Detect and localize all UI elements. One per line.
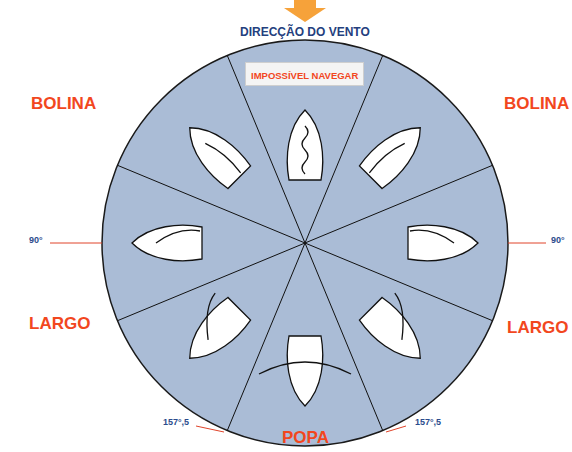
boat-hull	[358, 296, 433, 371]
boat-hull	[408, 225, 478, 260]
warning-box: IMPOSSÍVEL NAVEGAR	[245, 62, 364, 86]
boat-sail	[156, 230, 200, 243]
angle-label: 157°,5	[163, 417, 189, 427]
sector-lines	[118, 56, 493, 431]
boat	[170, 289, 252, 371]
point-of-sail-label: LARGO	[507, 318, 568, 338]
boat-sail	[205, 140, 241, 176]
boat	[259, 336, 351, 406]
sector-line	[305, 243, 493, 321]
sector-line	[118, 165, 306, 243]
point-of-sail-label: POPA	[282, 428, 329, 448]
boat-hull	[287, 110, 322, 180]
angle-label: 90°	[551, 235, 565, 245]
sector-line	[305, 165, 493, 243]
boat	[358, 115, 433, 190]
sector-line	[118, 243, 306, 321]
point-of-sail-label: BOLINA	[504, 94, 569, 114]
angle-label: 157°,5	[415, 417, 441, 427]
boat-sail	[368, 140, 404, 176]
boat	[177, 115, 252, 190]
boat-hull	[358, 115, 433, 190]
boat-sail	[410, 230, 454, 243]
point-of-sail-label: BOLINA	[31, 94, 96, 114]
boat	[132, 225, 202, 260]
boat-sail	[188, 293, 235, 340]
point-of-sail-label: LARGO	[29, 314, 90, 334]
boat-hull	[132, 225, 202, 260]
boats	[132, 110, 478, 406]
boat-sail	[259, 362, 351, 374]
wind-arrow	[284, 0, 326, 22]
boat	[287, 110, 322, 180]
boat-sail	[302, 126, 308, 174]
node-text: IMPOSSÍVEL NAVEGAR	[251, 70, 358, 81]
wind-direction-label: DIRECÇÃO DO VENTO	[240, 25, 370, 39]
boat-hull	[177, 115, 252, 190]
boat	[408, 225, 478, 260]
boat-sail	[375, 293, 422, 340]
angle-label: 90°	[29, 235, 43, 245]
boat-hull	[177, 296, 252, 371]
boat	[358, 289, 440, 371]
boat-hull	[287, 336, 322, 406]
leader-lines	[50, 243, 546, 432]
points-of-sail-circle	[102, 40, 508, 446]
